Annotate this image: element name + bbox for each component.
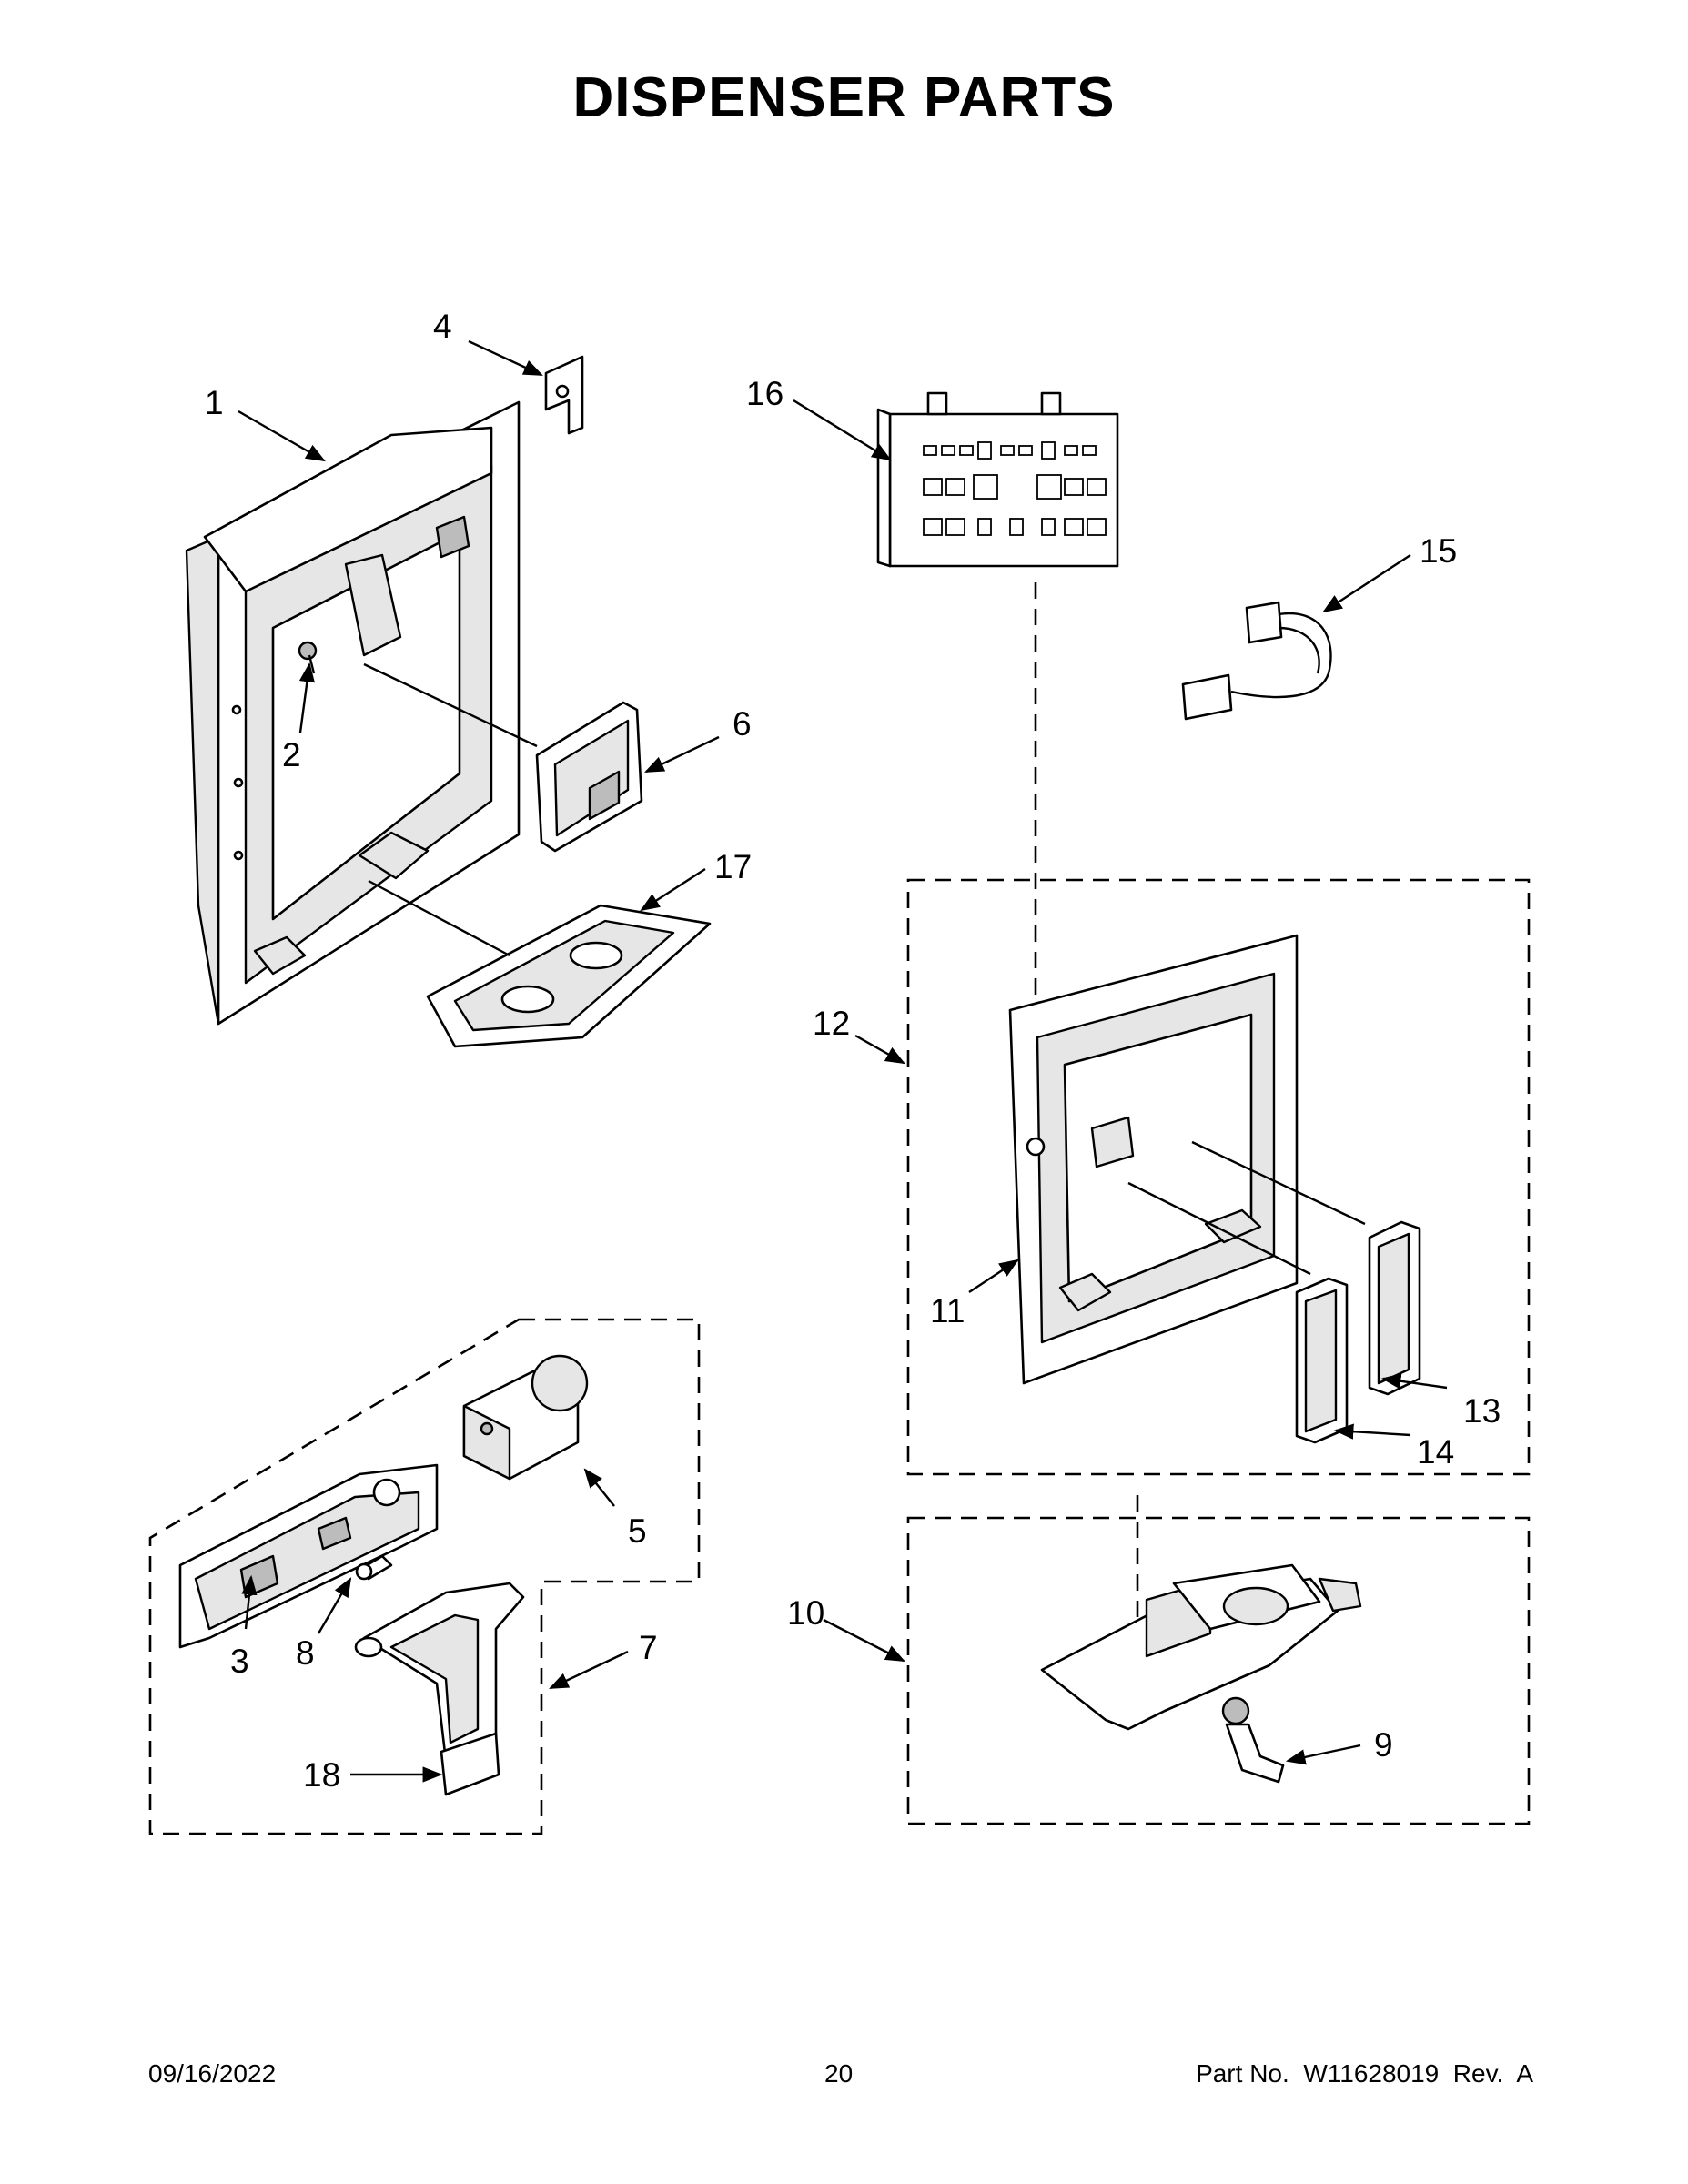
part-5-motor — [462, 1354, 589, 1481]
callout-15: 15 — [1420, 532, 1457, 570]
page-title: DISPENSER PARTS — [572, 66, 1116, 129]
part-8-screw — [355, 1554, 393, 1581]
assembly-box-10 — [906, 1516, 1531, 1825]
footer-part-info: Part No. W11628019 Rev. A — [1196, 2059, 1533, 2088]
callout-2: 2 — [282, 736, 301, 774]
assembly-box-7 — [148, 1318, 701, 1835]
callout-8: 8 — [296, 1634, 315, 1672]
part-14-paddle — [1295, 1277, 1349, 1444]
callout-3: 3 — [230, 1643, 249, 1680]
leader-lines — [238, 339, 1448, 1783]
part-4-bracket — [544, 355, 584, 435]
callout-11: 11 — [930, 1292, 965, 1330]
part-7-lever — [354, 1582, 525, 1763]
part-9-valve — [1221, 1696, 1285, 1784]
callout-9: 9 — [1374, 1726, 1393, 1764]
callout-5: 5 — [628, 1512, 647, 1550]
callout-17: 17 — [714, 848, 752, 885]
part-16-control-board — [876, 391, 1119, 568]
callout-7: 7 — [639, 1629, 658, 1666]
part-17-drip-tray — [426, 904, 712, 1048]
part-15-wire-harness — [1181, 601, 1332, 721]
callout-10: 10 — [787, 1594, 824, 1632]
callout-6: 6 — [733, 705, 752, 743]
part-13-paddle — [1368, 1220, 1421, 1396]
callout-1: 1 — [205, 384, 224, 421]
callout-16: 16 — [746, 375, 783, 412]
part-1-dispenser-housing — [185, 400, 521, 1026]
part-18-actuator — [440, 1732, 500, 1796]
part-11-dispenser-frame — [1008, 934, 1299, 1385]
callout-4: 4 — [433, 308, 452, 345]
footer-page-number: 20 — [824, 2059, 854, 2088]
callout-12: 12 — [813, 1005, 850, 1042]
part-6-switch — [535, 701, 643, 853]
footer-date: 09/16/2022 — [148, 2059, 277, 2088]
part-10-chute — [1040, 1563, 1362, 1731]
callout-labels: 1 2 3 4 5 6 7 8 9 10 11 12 13 14 15 16 1… — [205, 308, 1501, 1794]
callout-18: 18 — [303, 1756, 340, 1794]
callout-13: 13 — [1463, 1392, 1501, 1430]
callout-14: 14 — [1417, 1433, 1454, 1471]
